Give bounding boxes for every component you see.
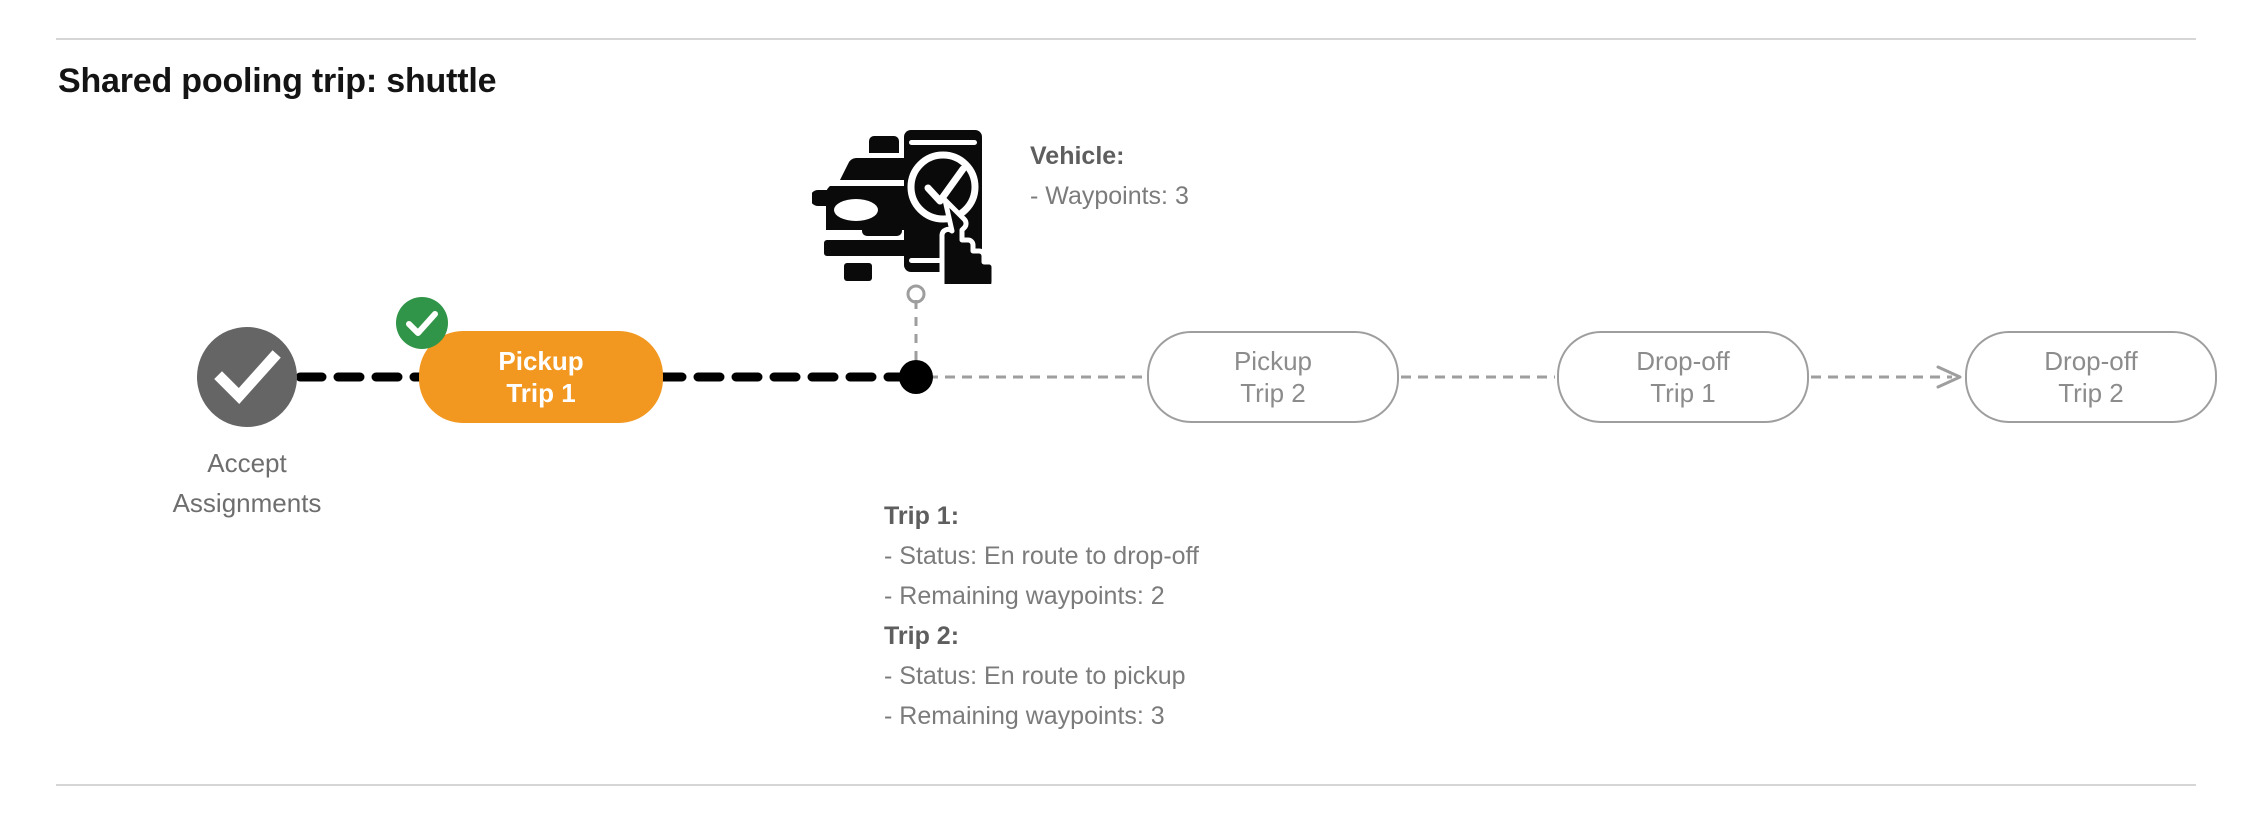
trip-1-status-line: - Status: En route to drop-off xyxy=(884,542,1199,570)
vehicle-annotation-colon: : xyxy=(1116,142,1125,170)
accept-label-line-1: Accept xyxy=(207,448,287,478)
current-position-dot[interactable] xyxy=(899,360,933,394)
node-dropoff-trip-1[interactable]: Drop-off Trip 1 xyxy=(1557,331,1809,423)
node-pickup-trip-2[interactable]: Pickup Trip 2 xyxy=(1147,331,1399,423)
trip-1-waypoints-line: - Remaining waypoints: 2 xyxy=(884,582,1165,610)
accept-label-line-2: Assignments xyxy=(172,488,322,518)
node-pickup-trip-2-line-1: Pickup xyxy=(1233,345,1313,376)
accept-assignments-circle xyxy=(197,327,297,427)
vehicle-waypoints-line: - Waypoints: 3 xyxy=(1030,182,1189,210)
node-dropoff-trip-1-line-2: Trip 1 xyxy=(1650,378,1716,408)
trip-2-heading: Trip 2 xyxy=(884,622,951,650)
trip-1-heading-row: Trip 1: xyxy=(884,496,1199,536)
node-pickup-trip-1-line-2: Trip 1 xyxy=(506,378,576,408)
trip-2-waypoints-line: - Remaining waypoints: 3 xyxy=(884,702,1165,730)
node-dropoff-trip-1-line-1: Drop-off xyxy=(1636,345,1730,376)
accept-assignments-label: Accept Assignments xyxy=(97,443,397,523)
trip-2-colon: : xyxy=(950,622,960,650)
bottom-divider xyxy=(56,784,2196,786)
car-with-phone-check-icon xyxy=(810,118,997,302)
node-pickup-trip-2-line-2: Trip 2 xyxy=(1240,378,1306,408)
vehicle-annotation: Vehicle: - Waypoints: 3 xyxy=(1030,136,1189,216)
arrowhead-icon xyxy=(1936,365,1962,389)
trip-1-heading: Trip 1 xyxy=(884,502,951,530)
green-check-badge xyxy=(396,297,448,349)
node-pickup-trip-1-line-1: Pickup xyxy=(498,345,584,376)
trips-annotation: Trip 1: - Status: En route to drop-off -… xyxy=(884,496,1199,736)
check-icon xyxy=(406,311,438,336)
page-title: Shared pooling trip: shuttle xyxy=(58,62,497,100)
vehicle-annotation-heading-row: Vehicle: xyxy=(1030,136,1189,176)
node-dropoff-trip-2-line-2: Trip 2 xyxy=(2058,378,2124,408)
top-divider xyxy=(56,38,2196,40)
vehicle-annotation-heading: Vehicle xyxy=(1030,142,1117,170)
trip-2-heading-row: Trip 2: xyxy=(884,616,1199,656)
node-dropoff-trip-2[interactable]: Drop-off Trip 2 xyxy=(1965,331,2217,423)
trip-1-colon: : xyxy=(950,502,960,530)
node-dropoff-trip-2-line-1: Drop-off xyxy=(2044,345,2138,376)
check-circle-filled-icon xyxy=(214,350,281,405)
node-accept-assignments[interactable] xyxy=(197,327,297,427)
vehicle-anchor-ring-icon xyxy=(906,284,926,304)
node-pickup-trip-1[interactable]: Pickup Trip 1 xyxy=(419,331,663,423)
trip-2-status-line: - Status: En route to pickup xyxy=(884,662,1186,690)
